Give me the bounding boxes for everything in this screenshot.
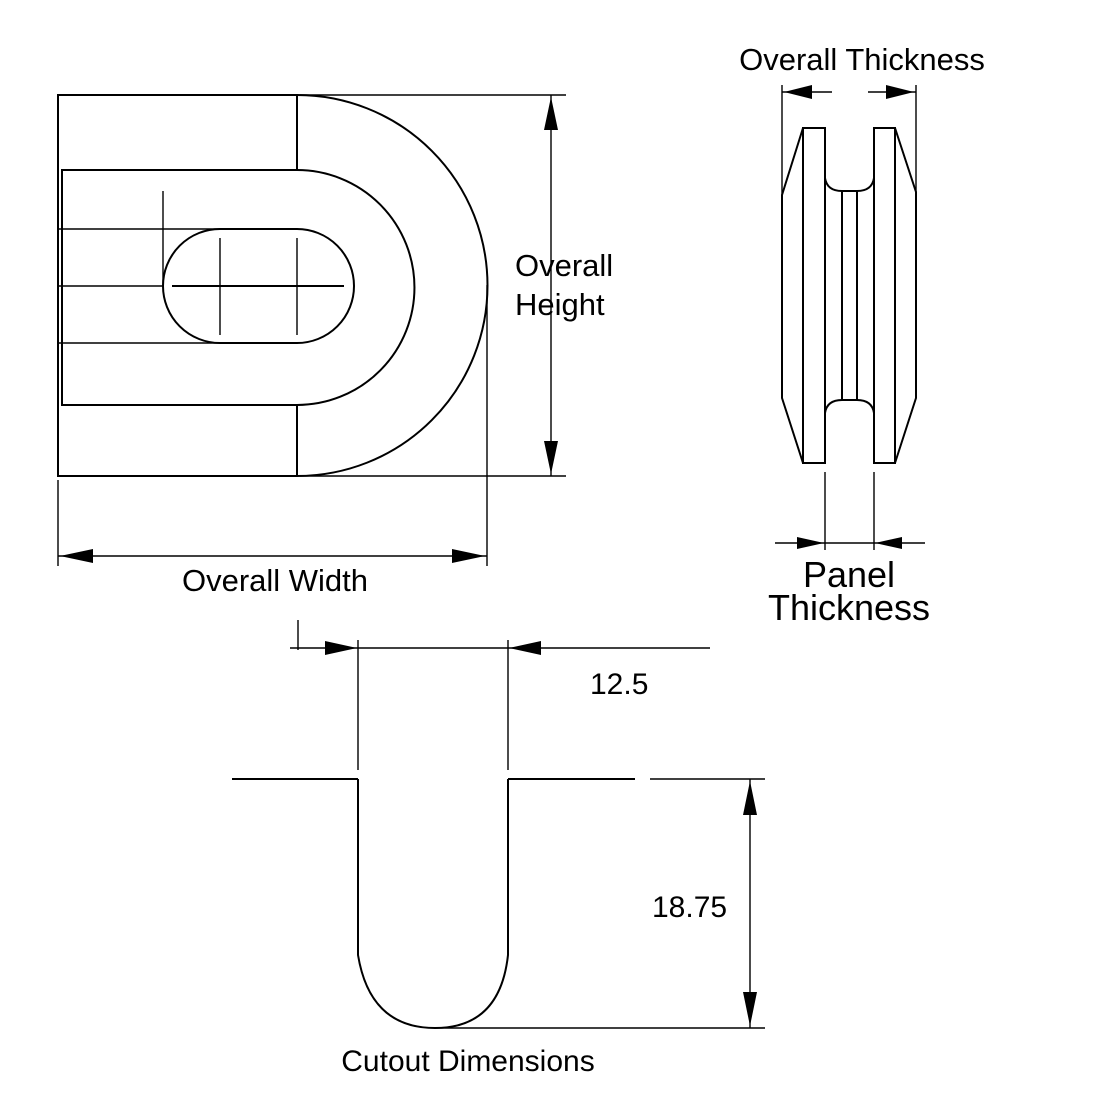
overall-height-label-line1: Overall xyxy=(515,248,613,283)
overall-thickness-dimension xyxy=(781,85,917,195)
panel-thickness-label-line2: Thickness xyxy=(768,587,930,628)
side-view xyxy=(781,127,917,464)
overall-height-label-line2: Height xyxy=(515,287,605,322)
panel-thickness-dimension xyxy=(775,472,925,550)
overall-width-label: Overall Width xyxy=(182,563,368,598)
cutout-view xyxy=(232,620,765,1030)
cutout-title: Cutout Dimensions xyxy=(341,1045,594,1078)
overall-thickness-label: Overall Thickness xyxy=(739,42,985,77)
overall-width-dimension xyxy=(57,285,488,566)
overall-height-dimension xyxy=(300,94,566,477)
cutout-width-value: 12.5 xyxy=(590,668,648,701)
front-view xyxy=(57,94,489,477)
cutout-depth-value: 18.75 xyxy=(652,891,727,924)
panel-thickness-label-line1: Panel xyxy=(803,554,895,595)
slot-outline xyxy=(162,228,355,344)
